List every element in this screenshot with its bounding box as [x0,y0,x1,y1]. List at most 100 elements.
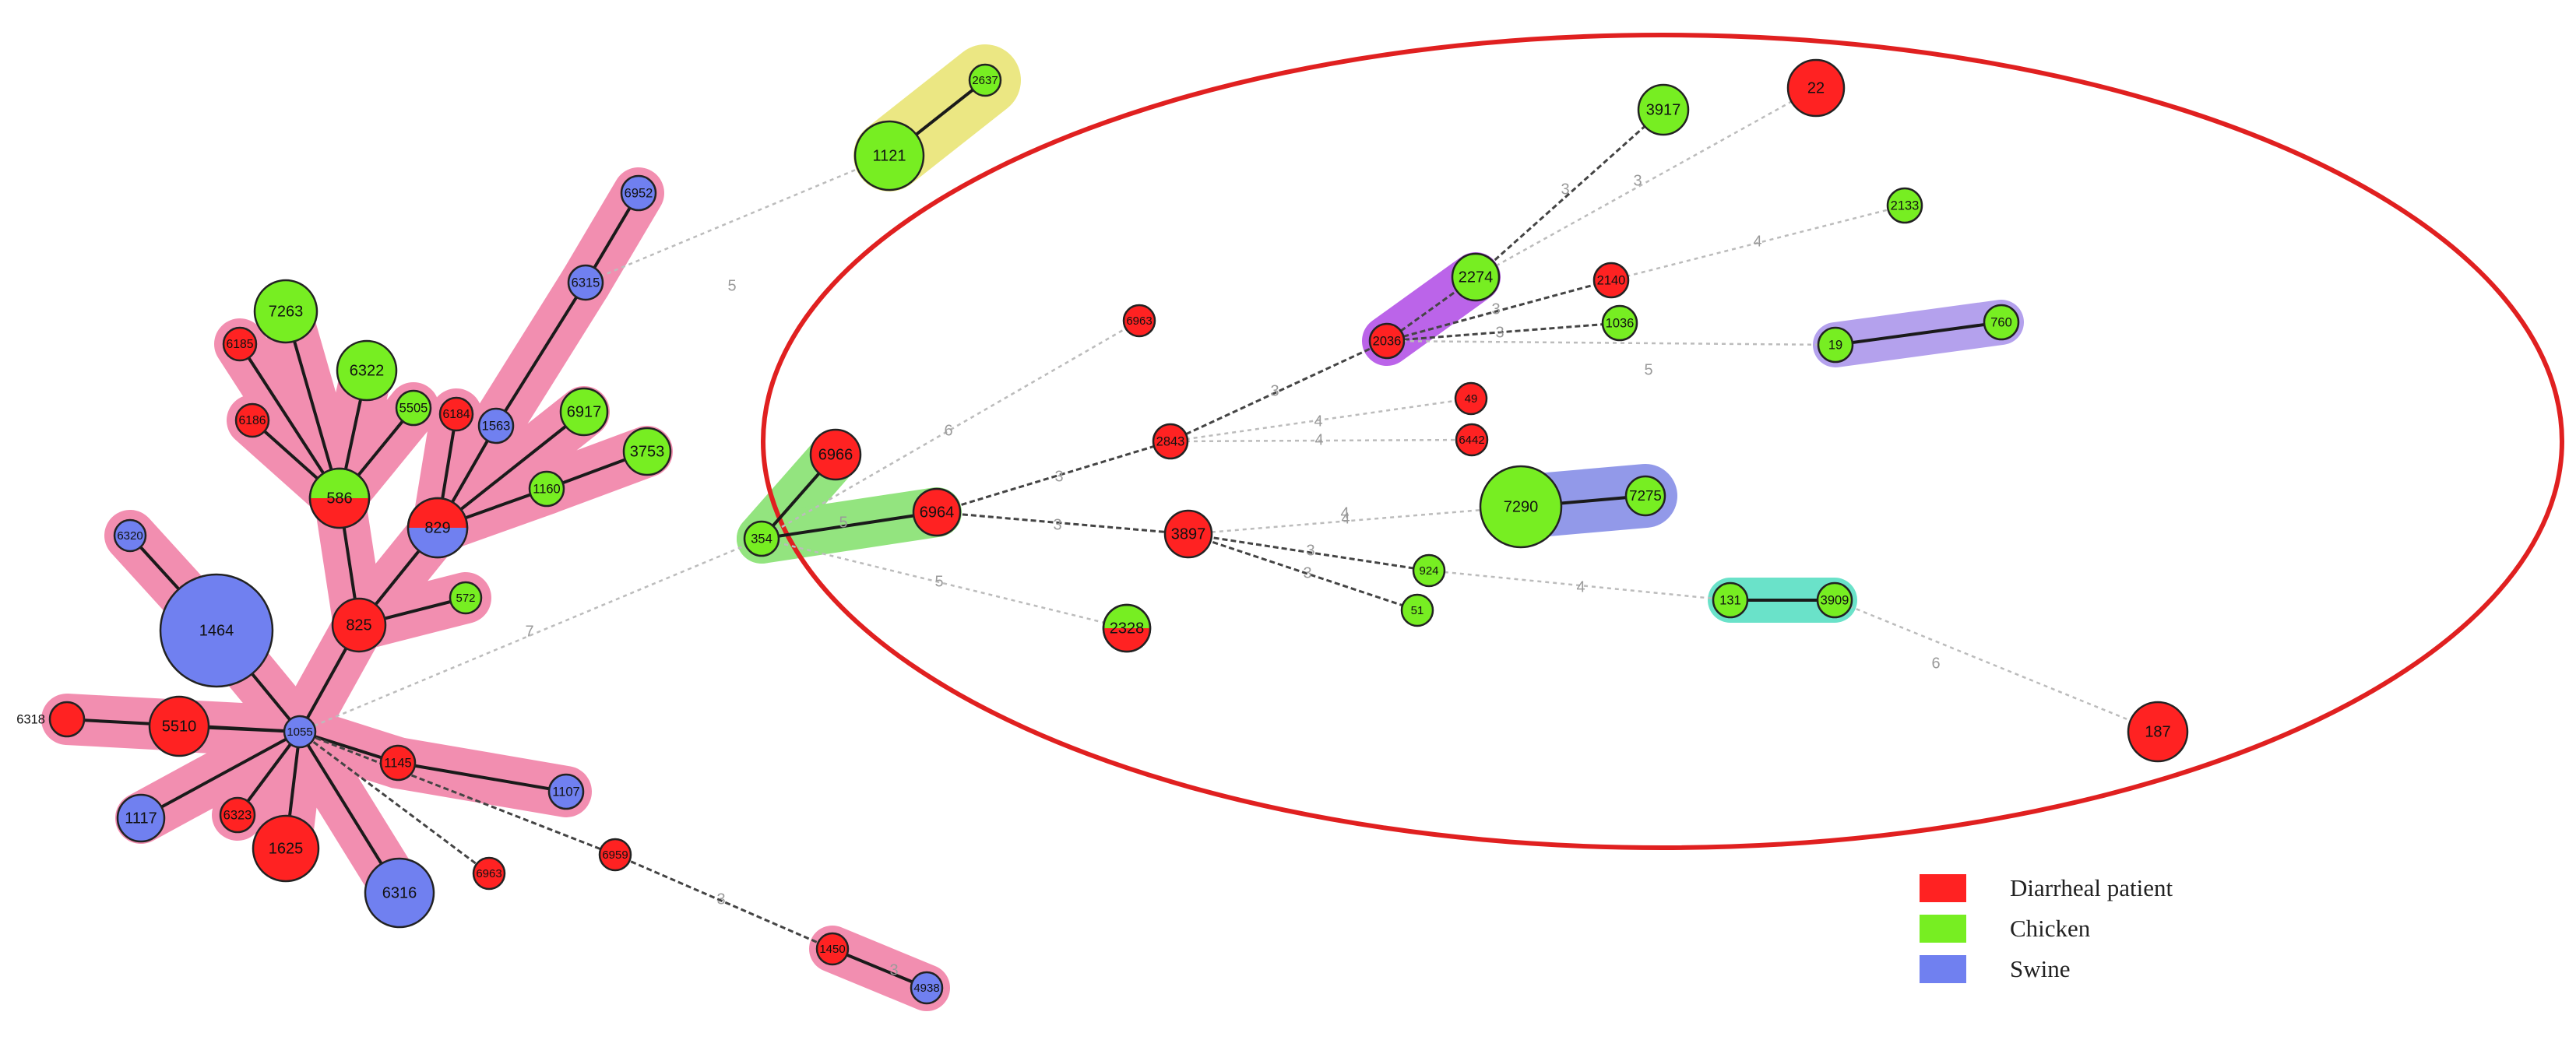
node-586: 586 [308,467,371,529]
node-6963: 6963 [472,856,506,891]
node-circle [148,695,210,757]
edge [761,511,938,540]
node-6442: 6442 [1455,423,1489,457]
edge [1834,599,2159,733]
node-label: 760 [1990,315,2012,329]
node-3917: 3917 [1637,83,1690,136]
node-label: 6184 [442,408,470,421]
node-label: 19 [1828,338,1842,352]
node-circle [1122,304,1156,338]
node-circle [283,715,317,749]
node-label: 6320 [117,529,143,543]
edge [585,154,890,284]
node-split-fill [408,528,467,557]
edge [1188,505,1522,536]
edge-label: 6 [1931,655,1940,672]
edge-label: 3 [1561,181,1569,198]
node-label: 2274 [1459,269,1494,286]
edge-label: 4 [1341,510,1350,527]
edge-label: 4 [1314,431,1323,448]
node-label: 1036 [1606,316,1635,330]
legend-swatch-chicken [1920,915,1966,943]
node-circle [815,932,850,966]
node-6952: 6952 [620,174,657,212]
node-6185: 6185 [222,326,258,362]
node-51: 51 [1400,593,1434,627]
node-1107: 1107 [547,773,585,810]
node-label: 3897 [1171,525,1206,543]
edge [140,730,301,820]
node-circle [116,793,166,843]
node-circle [547,773,585,810]
edge [299,537,762,733]
node-circle [336,339,398,402]
node-circle [1455,423,1489,457]
edge-label: 3 [716,891,725,908]
node-label: 7290 [1504,498,1539,515]
edge [761,537,1128,630]
node-label: 1145 [384,756,411,770]
node-7275: 7275 [1624,475,1666,517]
node-label: 187 [2145,723,2170,740]
edge-label: 5 [1644,361,1652,378]
edge-label: 5 [839,514,847,531]
node-19: 19 [1817,326,1854,364]
node-924: 924 [1412,553,1446,588]
legend-label-swine: Swine [2010,955,2071,982]
node-1055: 1055 [283,715,317,749]
legend-item-chicken: Chicken [1920,908,2247,949]
node-572: 572 [449,581,483,615]
node-6184: 6184 [438,396,474,432]
node-circle [809,428,862,481]
node-label: 586 [326,490,352,507]
node-label: 131 [1719,593,1741,607]
edge-label: 3 [889,961,898,978]
node-circle [234,402,270,438]
node-2328: 2328 [1102,603,1152,653]
edge-label: 4 [1340,504,1349,522]
node-circle [1412,553,1446,588]
node-354: 354 [743,520,780,557]
node-circle [113,518,147,553]
node-label: 3753 [630,443,665,460]
node-label: 6917 [567,403,602,420]
node-circle [364,857,435,929]
node-4938: 4938 [910,971,944,1005]
edge [1170,339,1388,443]
node-circle [1400,593,1434,627]
node-131: 131 [1712,581,1749,619]
node-label: 5505 [399,401,428,415]
node-label: 572 [456,592,475,605]
edge [1386,276,1476,343]
edge [397,761,567,793]
node-49: 49 [1454,381,1488,416]
node-label: 3917 [1646,101,1681,118]
node-label: 1055 [287,725,312,739]
edge [1835,321,2002,346]
edge [238,343,341,500]
edge-label: 3 [1054,468,1063,485]
node-circle [598,838,632,872]
edge [1428,569,1731,602]
node-label: 4938 [913,982,939,995]
edge-label: 3 [1491,300,1500,318]
node-circle [968,63,1002,97]
node-circle [1454,381,1488,416]
node-circle [622,427,672,476]
legend-item-swine: Swine [1920,949,2247,989]
node-circle [438,396,474,432]
edge [436,410,586,529]
node-circle [1624,475,1666,517]
edge-label: 3 [1633,172,1642,189]
cluster-halos [41,44,2024,1011]
node-6320: 6320 [113,518,147,553]
node-label: 2140 [1597,273,1626,287]
edge [1188,532,1430,572]
edge-label: 5 [727,277,736,294]
node-label: 2036 [1373,334,1402,348]
node-6963: 6963 [1122,304,1156,338]
node-label: 1625 [269,840,304,857]
node-6959: 6959 [598,838,632,872]
